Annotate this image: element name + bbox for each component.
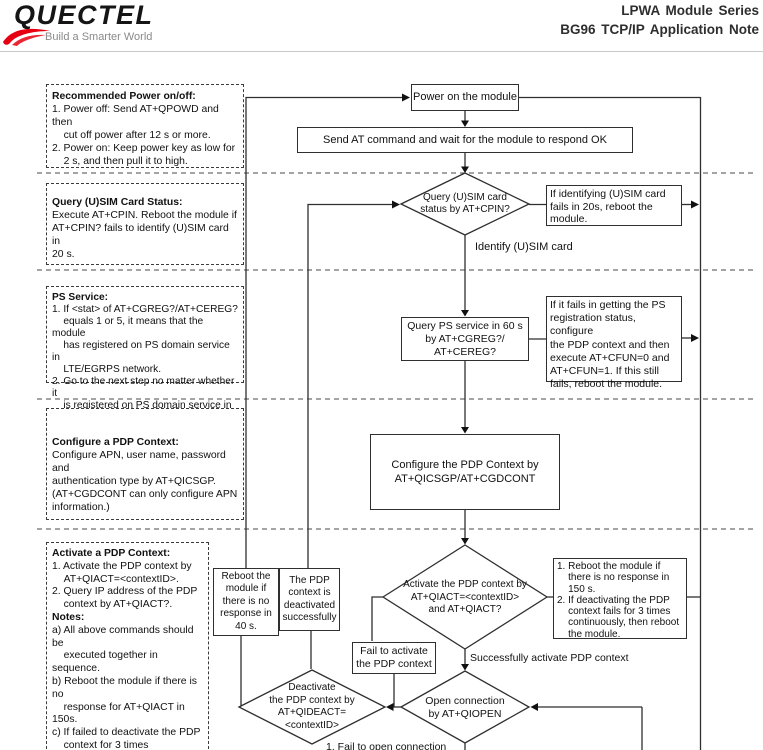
arrowheads xyxy=(386,93,699,711)
flow-node-reboot-40s: Reboot the module if there is no respons… xyxy=(213,568,279,636)
document-header: LPWA Module Series BG96 TCP/IP Applicati… xyxy=(560,1,759,39)
open-decision-text: Open connection by AT+QIOPEN xyxy=(425,695,505,720)
edge-label-activate-ok: Successfully activate PDP context xyxy=(470,652,629,664)
note-body: a) All above commands should be executed… xyxy=(52,624,201,750)
deactivate-decision-diamond xyxy=(237,669,387,745)
deactivate-decision-text: Deactivate the PDP context by AT+QIDEACT… xyxy=(269,682,355,731)
flow-node-configure-pdp: Configure the PDP Context by AT+QICSGP/A… xyxy=(370,434,560,510)
note-title: Configure a PDP Context: xyxy=(52,437,179,448)
sim-decision-diamond xyxy=(399,172,531,236)
note-box-activate: Activate a PDP Context: 1. Activate the … xyxy=(46,542,209,750)
note-body: 1. Activate the PDP context by AT+QIACT=… xyxy=(52,560,198,611)
note-title: Recommended Power on/off: xyxy=(52,91,196,102)
note-body: Configure APN, user name, password and a… xyxy=(52,450,238,513)
sim-decision-text: Query (U)SIM card status by AT+CPIN? xyxy=(420,191,510,216)
doc-title: BG96 TCP/IP Application Note xyxy=(560,22,759,37)
logo-tagline: Build a Smarter World xyxy=(45,31,153,43)
header-rule xyxy=(0,51,763,52)
note-box-power: Recommended Power on/off: 1. Power off: … xyxy=(46,84,244,168)
note-body: 1. If <stat> of AT+CGREG?/AT+CEREG? equa… xyxy=(52,304,238,423)
note-body: Execute AT+CPIN. Reboot the module if AT… xyxy=(52,210,237,260)
note-title: Activate a PDP Context: xyxy=(52,548,171,559)
flow-node-ps-fail: If it fails in getting the PS registrati… xyxy=(546,296,682,390)
activate-decision-text: Activate the PDP context by AT+QIACT=<co… xyxy=(403,579,527,616)
note-body: 1. Power off: Send AT+QPOWD and then cut… xyxy=(52,104,236,167)
note-title: Query (U)SIM Card Status: xyxy=(52,197,183,208)
edge-label-identify-sim: Identify (U)SIM card xyxy=(475,241,573,253)
note-notes-label: Notes: xyxy=(52,611,85,623)
flow-node-reboot-150s: 1. Reboot the module if there is no resp… xyxy=(553,558,687,640)
edge-label-fail-open: 1. Fail to open connection xyxy=(326,741,447,750)
note-box-sim: Query (U)SIM Card Status: Execute AT+CPI… xyxy=(46,183,244,265)
flow-node-ps-query: Query PS service in 60 s by AT+CGREG?/ A… xyxy=(401,317,529,361)
open-decision-diamond xyxy=(399,670,531,744)
flow-node-sim-fail: If identifying (U)SIM card fails in 20s,… xyxy=(546,185,682,226)
doc-series: LPWA Module Series xyxy=(621,3,759,18)
flow-node-power-on: Power on the module xyxy=(411,84,519,111)
activate-decision-diamond xyxy=(381,544,549,650)
flow-node-deactivated-ok: The PDP context is deactivated successfu… xyxy=(279,568,340,631)
note-title: PS Service: xyxy=(52,292,109,303)
quectel-logo: QUECTEL xyxy=(14,0,154,30)
connector-lines xyxy=(240,96,702,750)
flow-node-fail-activate: Fail to activate the PDP context xyxy=(352,642,436,674)
note-box-ps: PS Service: 1. If <stat> of AT+CGREG?/AT… xyxy=(46,286,244,423)
note-box-configure: Configure a PDP Context: Configure APN, … xyxy=(46,408,244,520)
section-separators xyxy=(37,172,757,530)
logo-swoosh-icon xyxy=(3,28,50,46)
flow-node-send-at: Send AT command and wait for the module … xyxy=(297,127,633,153)
